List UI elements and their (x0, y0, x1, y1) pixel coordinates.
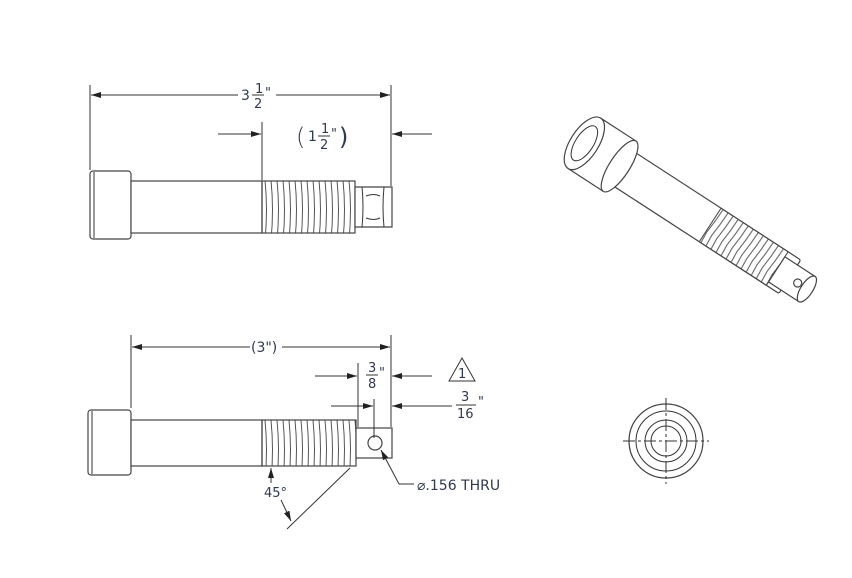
dim-den: 2 (320, 138, 328, 153)
dim-whole: 1 (308, 129, 317, 145)
note-flag-number: 1 (458, 367, 466, 382)
dim-num: 1 (255, 82, 263, 97)
side-view-bottom: (3") 3 8 " 1 3 16 " ⌀.156 THRU 45° (87, 335, 500, 530)
side-view-top: 3 1 2 " ( 1 1 2 " ) (89, 82, 432, 240)
hole-center-dimension: 3 16 " (456, 390, 484, 422)
chamfer-angle-dimension: 45° (264, 486, 287, 501)
dim-whole: 3 (241, 88, 250, 104)
dim-den: 2 (254, 97, 262, 112)
cross-hole (367, 435, 383, 451)
thread-length-dimension: ( 1 1 2 " ) (296, 122, 348, 153)
hole-offset-dimension: 3 8 " (366, 361, 385, 392)
shoulder-length-dimension: (3") (251, 340, 277, 356)
bolt-shank (130, 180, 263, 234)
bolt-head (89, 170, 132, 240)
overall-length-dimension: 3 1 2 " (241, 82, 271, 112)
bolt-shank (130, 419, 263, 467)
hole-callout: ⌀.156 THRU (417, 478, 500, 494)
dim-num: 3 (461, 390, 469, 405)
paren-open: ( (296, 123, 305, 151)
dim-den: 8 (368, 377, 376, 392)
bolt-head (87, 409, 132, 476)
dim-num: 3 (368, 361, 376, 376)
dim-num: 1 (321, 122, 329, 137)
bolt-tip (354, 186, 393, 228)
bolt-thread (261, 180, 356, 234)
dim-unit: " (265, 86, 271, 101)
dim-unit: " (478, 395, 484, 410)
bolt-thread (261, 419, 357, 467)
dim-den: 16 (457, 407, 474, 422)
paren-close: ) (339, 123, 348, 151)
isometric-view (563, 116, 818, 303)
dim-unit: " (379, 366, 385, 381)
end-view (623, 398, 709, 484)
dim-unit: " (331, 127, 337, 142)
note-flag: 1 (448, 356, 476, 382)
